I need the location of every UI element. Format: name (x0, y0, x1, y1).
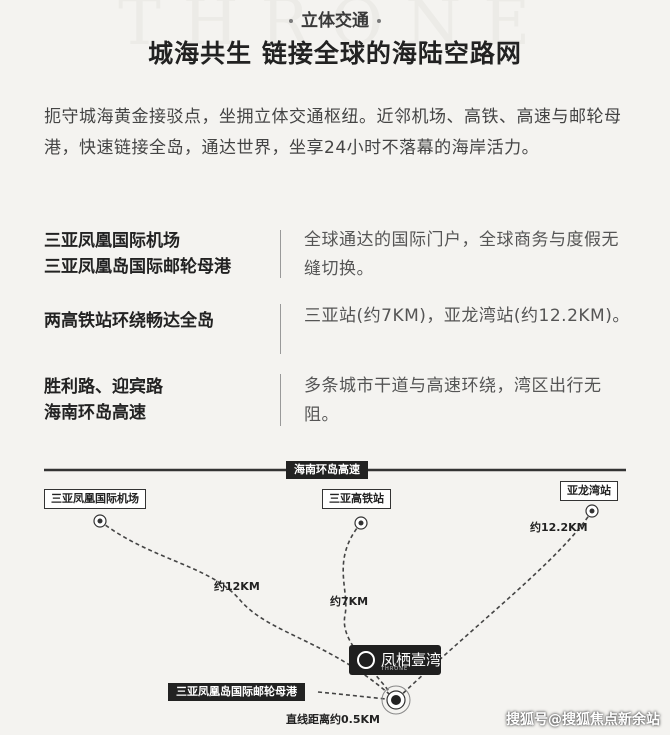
section-tag-text: 立体交通 (301, 11, 369, 31)
route-yalong (395, 510, 593, 701)
ring-icon (357, 651, 375, 669)
dot-icon (289, 19, 293, 23)
row-title-line: 胜利路、迎宾路 (44, 377, 163, 397)
row-title-line: 三亚凤凰岛国际邮轮母港 (44, 257, 231, 277)
highway-label: 海南环岛高速 (286, 461, 368, 479)
section-tag: 立体交通 (0, 6, 670, 31)
row-description: 全球通达的国际门户，全球商务与度假无缝切换。 (304, 230, 619, 279)
row-description: 三亚站(约7KM)，亚龙湾站(约12.2KM)。 (304, 306, 630, 326)
sanya-station-marker-icon (354, 516, 368, 530)
sanya-station-label: 三亚高铁站 (322, 489, 391, 509)
row-title-line: 三亚凤凰国际机场 (44, 231, 180, 251)
divider (280, 374, 281, 426)
transport-row-air-sea: 三亚凤凰国际机场 三亚凤凰岛国际邮轮母港 全球通达的国际门户，全球商务与度假无缝… (44, 226, 634, 284)
dot-icon (377, 19, 381, 23)
row-title-line: 海南环岛高速 (44, 403, 146, 423)
row-description: 多条城市干道与高速环绕，湾区出行无阻。 (304, 376, 602, 425)
transport-row-rail: 两高铁站环绕畅达全岛 三亚站(约7KM)，亚龙湾站(约12.2KM)。 (44, 302, 634, 360)
port-label: 三亚凤凰岛国际邮轮母港 (168, 683, 305, 701)
divider (280, 230, 281, 278)
project-location-icon (381, 685, 411, 715)
divider (280, 304, 281, 354)
airport-marker-icon (93, 514, 107, 528)
yalong-station-marker-icon (585, 504, 599, 518)
background-watermark: THRONE (118, 0, 552, 60)
distance-sanya: 约7KM (330, 595, 369, 608)
transport-row-road: 胜利路、迎宾路 海南环岛高速 多条城市干道与高速环绕，湾区出行无阻。 (44, 372, 634, 430)
hub-name: 凤栖壹湾 (381, 651, 442, 669)
project-hub-badge: 凤栖壹湾 THRONE (349, 645, 441, 675)
distance-port: 直线距离约0.5KM (286, 713, 380, 726)
row-title-line: 两高铁站环绕畅达全岛 (44, 311, 214, 331)
source-watermark: 搜狐号@搜狐焦点新余站 (506, 712, 660, 728)
page-title: 城海共生 链接全球的海陆空路网 (148, 39, 522, 68)
intro-paragraph: 扼守城海黄金接驳点，坐拥立体交通枢纽。近邻机场、高铁、高速与邮轮母港，快速链接全… (44, 107, 622, 158)
yalong-station-label: 亚龙湾站 (560, 481, 618, 501)
airport-label: 三亚凤凰国际机场 (44, 489, 146, 509)
route-airport (99, 520, 397, 701)
distance-airport: 约12KM (214, 580, 260, 593)
distance-yalong: 约12.2KM (530, 521, 588, 534)
hub-subtitle: THRONE (381, 666, 409, 672)
